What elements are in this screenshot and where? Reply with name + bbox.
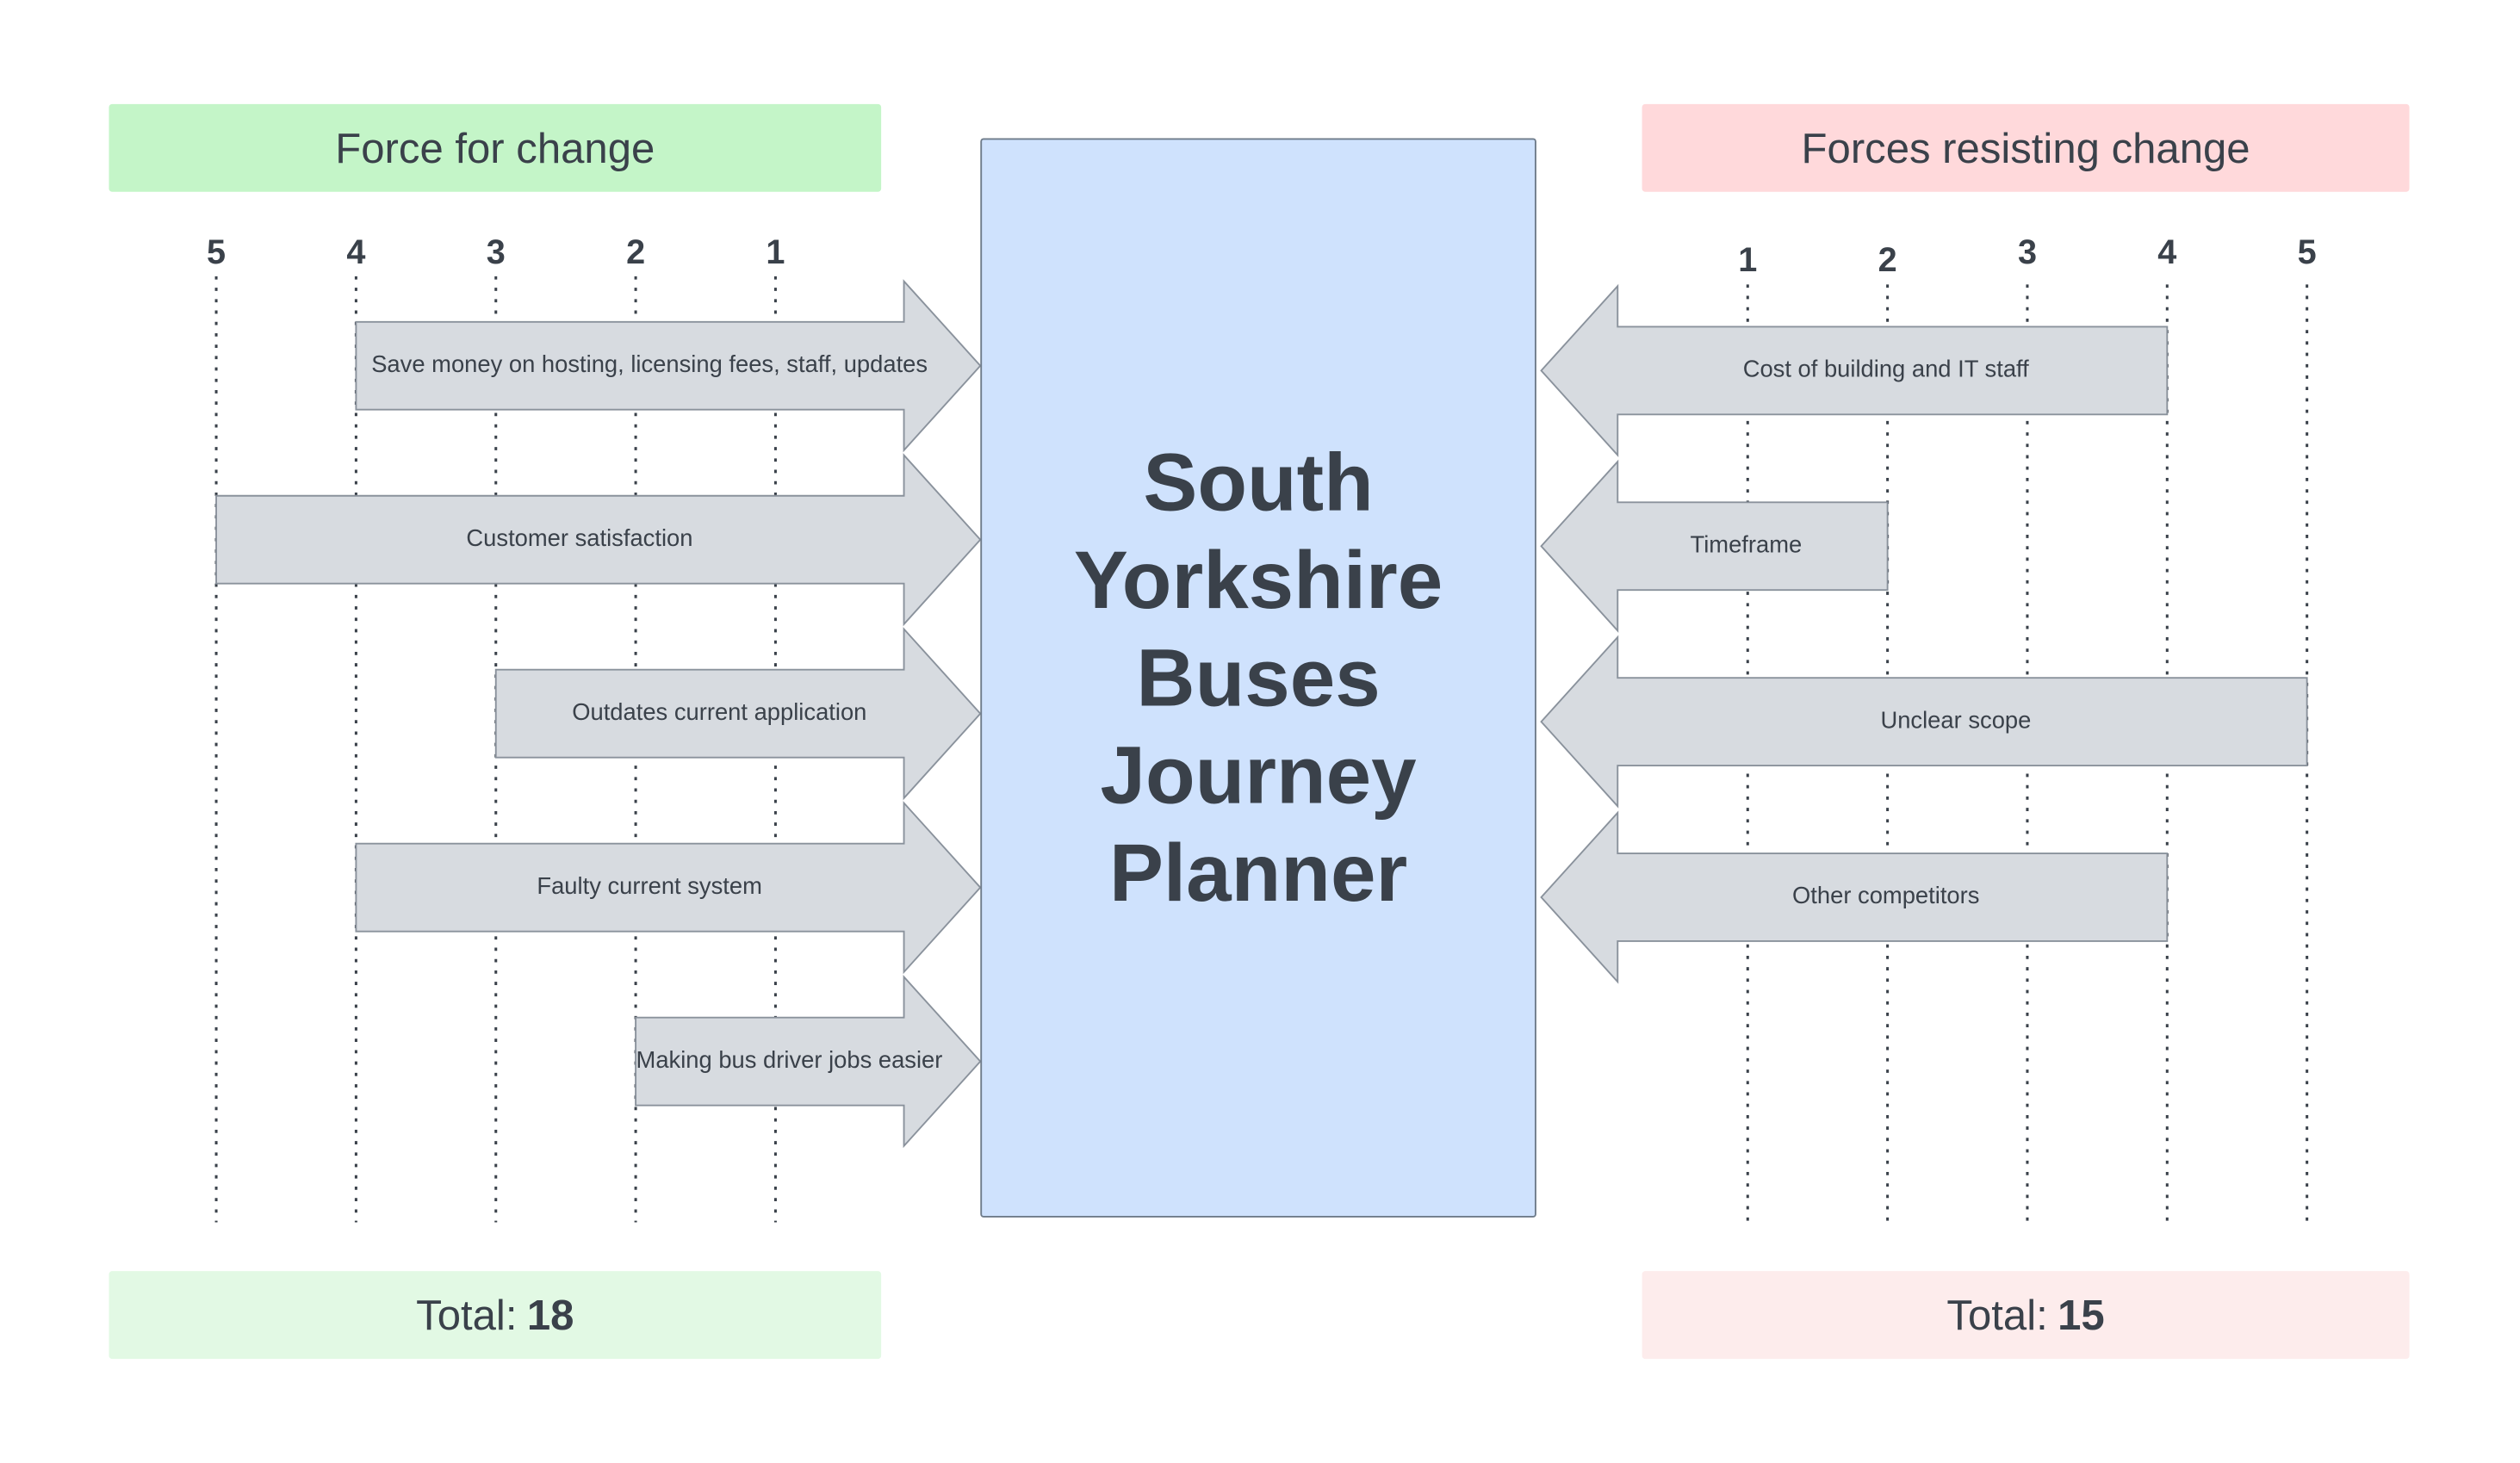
center-title-line: Journey <box>1100 729 1417 821</box>
against-change-header: Forces resisting change <box>1642 103 2410 192</box>
against-total-label: Total: <box>1946 1289 2048 1339</box>
against-total-box: Total: 15 <box>1642 1271 2410 1360</box>
center-title: South Yorkshire Buses Journey Planner <box>1015 434 1502 921</box>
against-force-label: Timeframe <box>1691 531 1803 558</box>
for-force-arrow <box>494 627 982 801</box>
for-force-label: Customer satisfaction <box>466 524 692 551</box>
for-scale-label: 4 <box>346 233 365 271</box>
against-force-arrow <box>1540 635 2308 809</box>
for-scale-label: 1 <box>766 233 785 271</box>
center-subject-box: South Yorkshire Buses Journey Planner <box>980 138 1536 1218</box>
for-scale-label: 3 <box>487 233 506 271</box>
against-total-value: 15 <box>2058 1289 2105 1339</box>
center-title-line: South <box>1143 437 1374 529</box>
against-force-label: Other competitors <box>1792 882 1979 908</box>
for-total-box: Total: 18 <box>109 1271 882 1360</box>
for-force-label: Outdates current application <box>572 698 866 725</box>
for-force-arrow <box>635 975 982 1149</box>
against-scale-label: 3 <box>2018 233 2037 271</box>
for-force-label: Save money on hosting, licensing fees, s… <box>371 350 928 377</box>
for-scale-label: 5 <box>207 233 226 271</box>
against-force-arrow <box>1540 283 2169 458</box>
for-total-value: 18 <box>526 1289 574 1339</box>
for-force-arrow <box>215 453 982 627</box>
against-force-arrow <box>1540 459 1889 633</box>
against-scale-label: 1 <box>1738 241 1757 279</box>
against-scale-label: 5 <box>2298 233 2317 271</box>
against-scale-label: 2 <box>1878 241 1897 279</box>
against-force-arrow <box>1540 810 2169 984</box>
for-force-arrow <box>355 279 982 453</box>
for-scale-label: 2 <box>626 233 645 271</box>
for-change-header: Force for change <box>109 103 882 192</box>
center-title-line: Buses <box>1136 632 1381 724</box>
for-force-label: Making bus driver jobs easier <box>636 1046 943 1073</box>
for-total-label: Total: <box>416 1289 518 1339</box>
for-force-label: Faulty current system <box>537 872 762 899</box>
center-title-line: Yorkshire <box>1073 535 1443 626</box>
for-force-arrow <box>355 801 982 975</box>
against-force-label: Cost of building and IT staff <box>1743 356 2029 382</box>
against-scale-label: 4 <box>2157 233 2176 271</box>
against-force-label: Unclear scope <box>1880 706 2031 733</box>
center-title-line: Planner <box>1108 827 1408 919</box>
